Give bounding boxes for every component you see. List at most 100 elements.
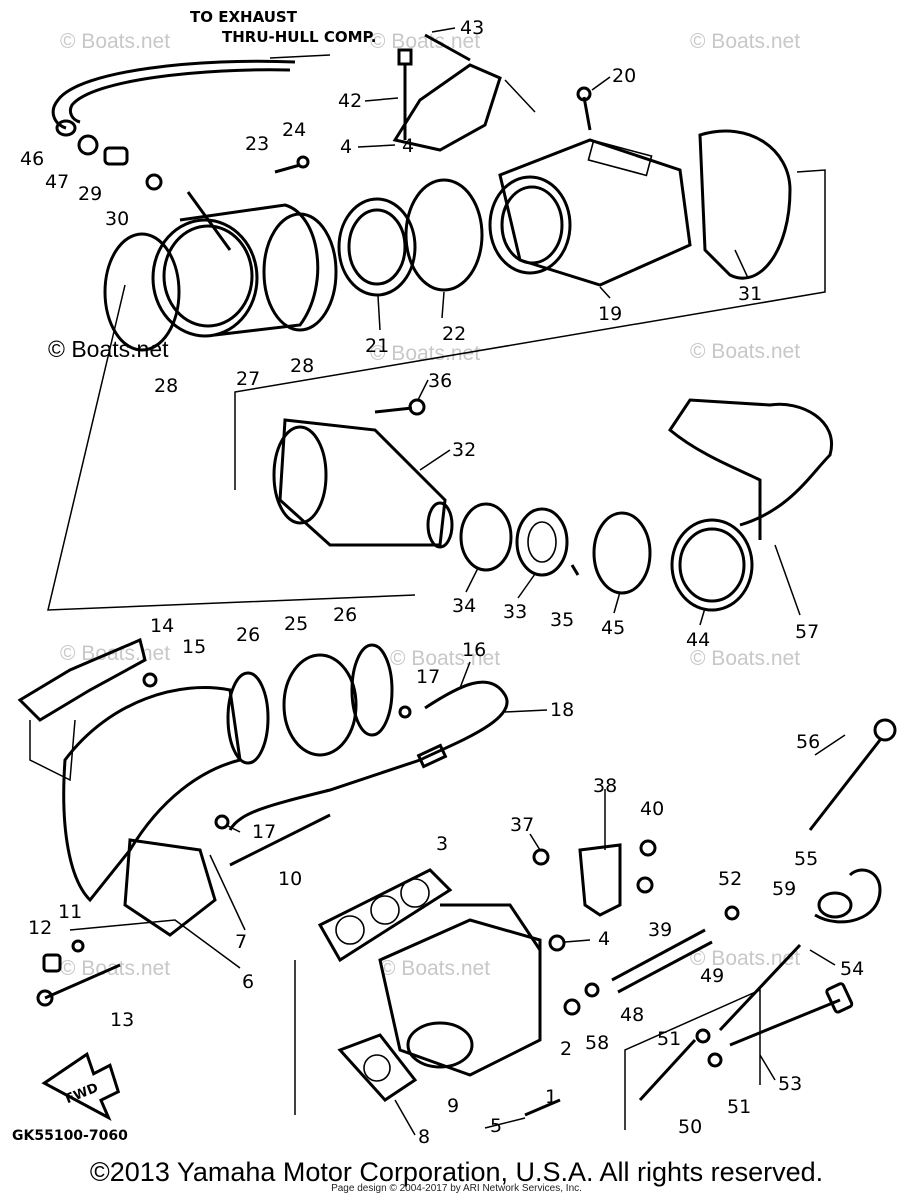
- leader-line: [419, 449, 451, 471]
- nut-30-shape: [145, 173, 163, 191]
- copyright-notice: ©2013 Yamaha Motor Corporation, U.S.A. A…: [89, 1157, 824, 1187]
- part-label: 38: [593, 775, 617, 797]
- washer-24-shape: [296, 155, 310, 169]
- joint-27-shape: [151, 218, 259, 338]
- part-label: 11: [58, 901, 82, 923]
- watermark: © Boats.net: [690, 647, 800, 670]
- pipe-32-shape: [278, 418, 447, 547]
- part-label: 51: [727, 1096, 751, 1118]
- clamp-45-shape: [592, 511, 652, 595]
- manifold-1-shape: [378, 918, 542, 1077]
- watermark: © Boats.net: [690, 30, 800, 53]
- gasket-34-shape: [459, 502, 513, 572]
- part-label: 56: [796, 731, 820, 753]
- gasket-22-shape: [404, 178, 484, 292]
- part-label: 54: [840, 958, 864, 980]
- part-label: 33: [503, 601, 527, 623]
- part-label: 1: [545, 1086, 557, 1108]
- bolt-39-shape: [636, 876, 654, 894]
- part-label: 4: [598, 928, 610, 950]
- bolt-5-shape: [524, 1098, 561, 1117]
- leader-line: [357, 144, 396, 148]
- stay-38-shape: [578, 843, 622, 917]
- watermark: © Boats.net: [380, 957, 490, 980]
- bolt-43-shape: [424, 33, 471, 62]
- leader-line: [459, 661, 471, 689]
- gasket-8-shape: [337, 1033, 418, 1102]
- leader-line: [591, 76, 611, 91]
- watermark: © Boats.net: [690, 340, 800, 363]
- washer-51-shape: [707, 1052, 723, 1068]
- nut-52-shape: [724, 905, 740, 921]
- pipe-group: [17, 398, 834, 1007]
- part-label: 53: [778, 1073, 802, 1095]
- part-label: 7: [235, 931, 247, 953]
- fitting-29-shape: [103, 146, 129, 166]
- muffler-19-outlet: [488, 175, 572, 275]
- bolt-20-shape: [582, 96, 592, 131]
- header-leader: [269, 54, 331, 59]
- bolt-23-shape: [274, 163, 301, 174]
- bolt-15-shape: [142, 672, 158, 688]
- part-label: 6: [242, 971, 254, 993]
- part-label: 51: [657, 1028, 681, 1050]
- header-note-line1: TO EXHAUST: [190, 8, 298, 26]
- part-label: 35: [550, 609, 574, 631]
- gasket-8-port: [363, 1054, 391, 1082]
- part-label: 58: [585, 1032, 609, 1054]
- exhaust-manifold-shape: [62, 686, 242, 903]
- joint-27-body: [179, 203, 320, 337]
- part-label: 43: [460, 17, 484, 39]
- gasket-33-inner: [527, 521, 557, 563]
- part-label: 21: [365, 335, 389, 357]
- pipe-53-end: [825, 982, 854, 1014]
- leader-lines: [209, 27, 846, 1136]
- frame-line: [47, 284, 416, 611]
- pipe-49-edge: [617, 940, 713, 994]
- hose-57-shape: [668, 398, 834, 540]
- leader-line: [417, 379, 429, 401]
- part-label-4-upper: 4: [340, 136, 352, 158]
- frame-line: [69, 919, 241, 969]
- part-label: 34: [452, 595, 476, 617]
- part-label: 45: [601, 617, 625, 639]
- part-label: 17: [252, 821, 276, 843]
- leader-line: [759, 1054, 776, 1081]
- part-label: 26: [236, 624, 260, 646]
- frame-line: [504, 79, 536, 113]
- clip-17-shape: [214, 814, 230, 830]
- frame-line: [29, 719, 76, 782]
- watermark: © Boats.net: [690, 947, 800, 970]
- manifold-flange-6: [123, 838, 217, 937]
- pipe-32-flange: [272, 425, 328, 525]
- part-label: 44: [686, 629, 710, 651]
- part-label: 24: [282, 119, 306, 141]
- leader-line: [441, 291, 445, 319]
- watermarks: © Boats.net © Boats.net © Boats.net © Bo…: [48, 30, 800, 980]
- leader-line: [599, 286, 611, 299]
- gasket-31-shape: [698, 129, 792, 280]
- part-label: 32: [452, 439, 476, 461]
- clamp-28-right: [262, 212, 338, 332]
- stud-10-shape: [229, 813, 331, 867]
- pipe-32-outlet: [426, 501, 454, 549]
- hose-55-shape: [814, 868, 882, 924]
- flange-21-shape: [337, 197, 417, 297]
- part-label: 46: [20, 148, 44, 170]
- gasket-3-port: [370, 895, 400, 925]
- stay-4-shape: [392, 63, 502, 152]
- bolt-42-head: [397, 48, 413, 66]
- manifold-1-top: [440, 903, 542, 951]
- fitting-54-shape: [718, 943, 802, 1032]
- part-label: 28: [154, 375, 178, 397]
- bolt-36-head: [408, 398, 426, 416]
- leader-line: [613, 591, 621, 614]
- leader-line: [364, 97, 399, 102]
- frame-line: [234, 169, 826, 490]
- part-label: 26: [333, 604, 357, 626]
- leader-line: [564, 939, 591, 943]
- bolt-13-head: [36, 989, 54, 1007]
- part-label: 9: [447, 1095, 459, 1117]
- hose-18-shape: [228, 680, 509, 831]
- gasket-33-shape: [515, 507, 569, 577]
